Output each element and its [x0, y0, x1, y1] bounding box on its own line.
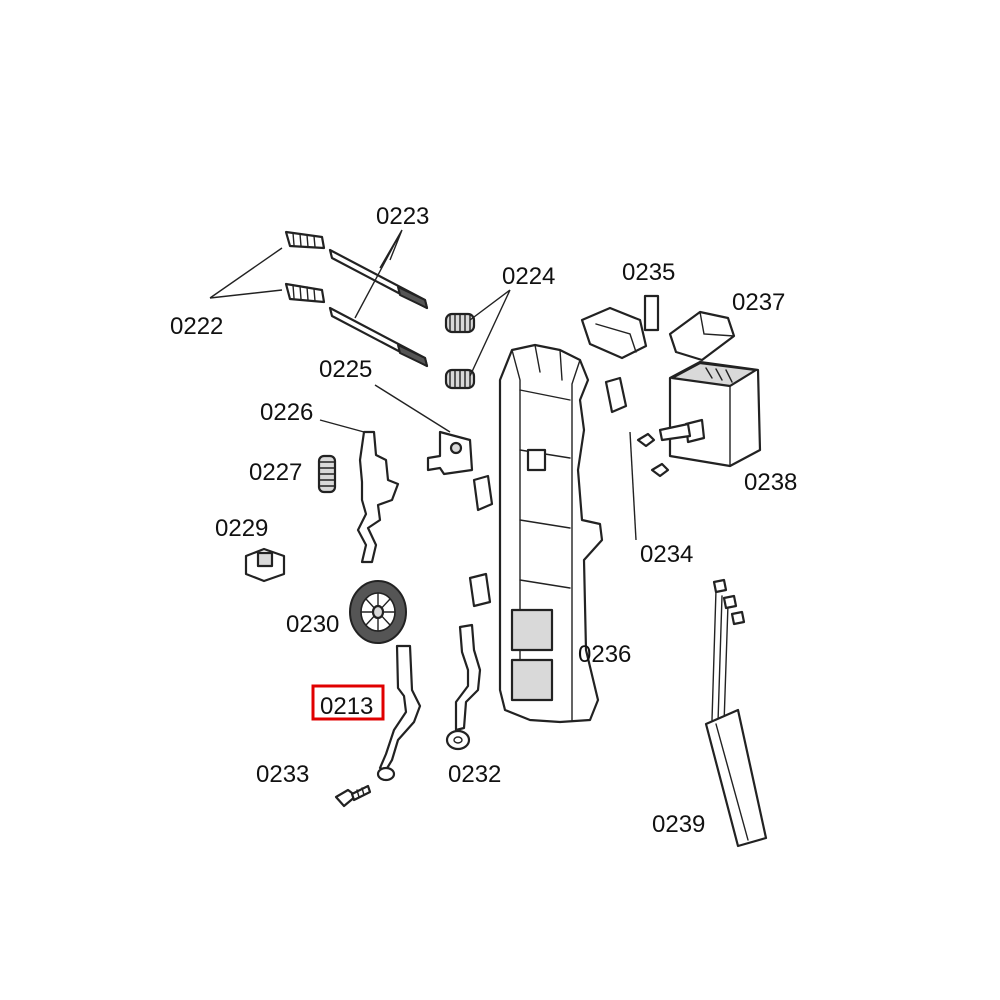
small-spring — [317, 454, 337, 494]
small-screw-lower — [650, 462, 670, 478]
label-0213: 0213 — [320, 693, 373, 720]
label-0232: 0232 — [448, 761, 501, 788]
label-0235: 0235 — [622, 259, 675, 286]
wall-plug-upper — [284, 230, 326, 250]
highlight-box — [311, 684, 385, 721]
spring-upper — [444, 312, 476, 334]
crank-lever — [445, 623, 482, 751]
label-0238: 0238 — [744, 469, 797, 496]
screw — [334, 784, 372, 808]
label-0229: 0229 — [215, 515, 268, 542]
clip-block — [244, 547, 286, 583]
guide-rod-lower — [328, 306, 429, 368]
label-0236: 0236 — [578, 641, 631, 668]
label-0237: 0237 — [732, 289, 785, 316]
label-0224: 0224 — [502, 263, 555, 290]
label-0233: 0233 — [256, 761, 309, 788]
lever-plate — [356, 430, 400, 564]
wall-plug-lower — [284, 282, 326, 304]
switch-cap — [668, 310, 736, 362]
small-screw-upper — [636, 432, 656, 448]
label-0226: 0226 — [260, 399, 313, 426]
housing-tab-upper — [472, 474, 494, 512]
label-0225: 0225 — [319, 356, 372, 383]
housing-tab-side — [604, 376, 628, 414]
label-0239: 0239 — [652, 811, 705, 838]
spring-lower — [444, 368, 476, 390]
housing-tab-lower — [468, 572, 492, 608]
latch-block — [426, 430, 474, 476]
main-housing — [498, 343, 604, 724]
leader-lines — [209, 229, 637, 541]
label-0230: 0230 — [286, 611, 339, 638]
gear-wheel — [349, 580, 407, 644]
label-0223: 0223 — [376, 203, 429, 230]
timer-switch — [658, 360, 762, 468]
guide-rod-upper — [328, 248, 429, 310]
label-0227: 0227 — [249, 459, 302, 486]
cable-harness — [704, 578, 768, 848]
label-0222: 0222 — [170, 313, 223, 340]
part-labels: 0222 0223 0224 0225 0226 0227 0229 0230 … — [170, 203, 797, 838]
label-0234: 0234 — [640, 541, 693, 568]
cover-bracket — [580, 294, 660, 360]
bent-lever — [376, 644, 422, 782]
